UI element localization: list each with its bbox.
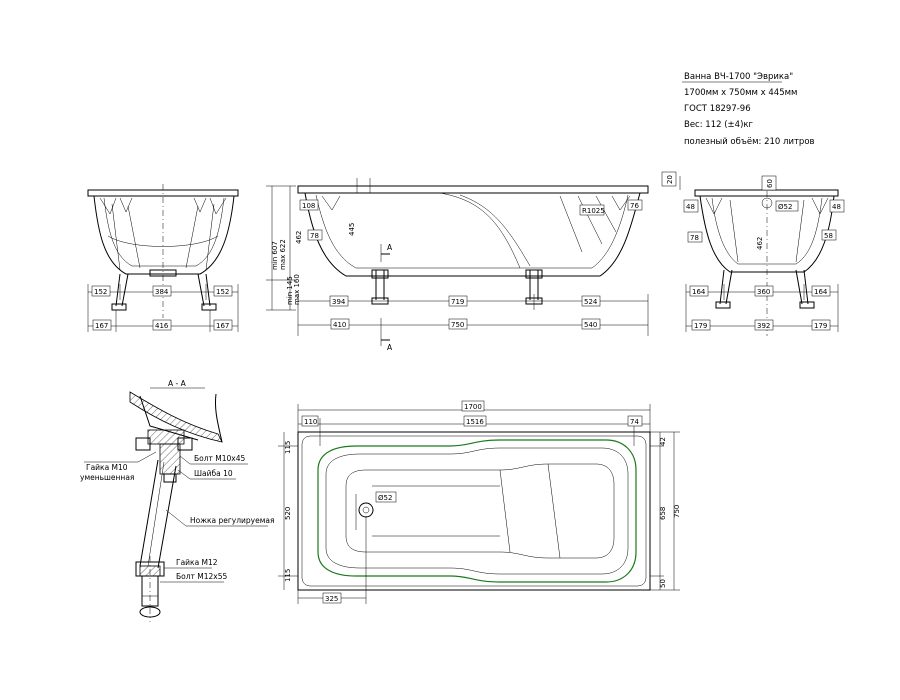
front-dim-167-left: 167: [95, 322, 108, 330]
plan-dim-1516: 1516: [466, 418, 484, 426]
spec-weight: Вес: 112 (±4)кг: [684, 120, 754, 130]
plan-dim-50: 50: [659, 579, 667, 588]
end-dim-48-right: 48: [832, 203, 841, 211]
end-dim-164-right: 164: [814, 288, 828, 296]
front-dim-167-right: 167: [216, 322, 229, 330]
spec-volume: полезный объём: 210 литров: [684, 137, 815, 147]
front-dim-152-left: 152: [94, 288, 107, 296]
plan-dim-1700: 1700: [464, 403, 482, 411]
side-dim-394: 394: [332, 298, 346, 306]
plan-dim-115-top: 115: [284, 441, 292, 454]
section-mark-bottom: A: [387, 343, 393, 352]
side-dim-r1025: R1025: [582, 207, 605, 215]
section-mark-top: A: [387, 243, 393, 252]
plan-dim-d52: Ø52: [378, 494, 392, 502]
end-dim-164-left: 164: [692, 288, 706, 296]
side-dim-719: 719: [451, 298, 464, 306]
label-bolt-m10: Болт М10х45: [194, 454, 246, 463]
spec-model: Ванна ВЧ-1700 "Эврика": [684, 72, 793, 82]
side-dim-750: 750: [451, 321, 464, 329]
plan-dim-658: 658: [659, 507, 667, 520]
end-dim-179-right: 179: [814, 322, 827, 330]
side-dim-min145: min 145: [286, 276, 294, 305]
label-washer: Шайба 10: [194, 469, 233, 478]
label-nut-m10-reduced: уменьшенная: [80, 473, 134, 482]
end-dim-48-left: 48: [686, 203, 695, 211]
plan-dim-110: 110: [304, 418, 317, 426]
label-nut-m12: Гайка М12: [176, 558, 218, 567]
side-dim-108: 108: [302, 202, 315, 210]
side-dim-524: 524: [584, 298, 598, 306]
side-dim-min607: min 607: [271, 241, 279, 270]
plan-dim-74: 74: [630, 418, 639, 426]
front-view: 152 384 152 167 416 167: [87, 184, 239, 332]
side-dim-540: 540: [584, 321, 597, 329]
plan-dim-750: 750: [673, 505, 681, 518]
plan-view: Ø52 1700 110 1516 74 115 520 115 42 658 …: [278, 400, 681, 604]
end-dim-60: 60: [766, 179, 774, 188]
front-dim-384: 384: [155, 288, 169, 296]
end-dim-78: 78: [690, 234, 699, 242]
plan-dim-520: 520: [284, 507, 292, 520]
spec-block: Ванна ВЧ-1700 "Эврика" 1700мм х 750мм х …: [682, 72, 815, 147]
plan-dim-115-bottom: 115: [284, 569, 292, 582]
plan-dim-325: 325: [325, 595, 338, 603]
end-dim-179-left: 179: [694, 322, 707, 330]
section-aa: А - А Гайка М10 у: [80, 379, 275, 622]
spec-dimensions: 1700мм х 750мм х 445мм: [684, 88, 797, 98]
side-dim-462: 462: [295, 231, 303, 244]
side-dim-max622: max 622: [279, 239, 287, 270]
end-dim-d52: Ø52: [778, 203, 792, 211]
end-dim-360: 360: [757, 288, 770, 296]
side-dim-max160: max 160: [293, 274, 301, 305]
label-adjustable-leg: Ножка регулируемая: [190, 516, 275, 525]
end-dim-58: 58: [824, 232, 833, 240]
side-dim-78: 78: [310, 232, 319, 240]
spec-standard: ГОСТ 18297-96: [684, 104, 751, 114]
front-dim-416: 416: [155, 322, 169, 330]
side-dim-76: 76: [630, 202, 639, 210]
label-bolt-m12: Болт М12х55: [176, 572, 228, 581]
end-view: 20 60 Ø52 48 48 462 78 58 164 360 164 17…: [661, 171, 845, 336]
side-dim-410: 410: [333, 321, 346, 329]
end-dim-20: 20: [666, 175, 674, 184]
end-dim-392: 392: [757, 322, 770, 330]
front-dim-152-right: 152: [216, 288, 229, 296]
side-view: R1025 76 A A min 607 max 622 min 145 max…: [266, 178, 649, 352]
end-dim-462: 462: [756, 237, 764, 250]
label-nut-m10: Гайка М10: [86, 463, 128, 472]
plan-dim-42: 42: [659, 437, 667, 446]
section-title: А - А: [168, 379, 187, 388]
side-dim-445: 445: [348, 223, 356, 236]
